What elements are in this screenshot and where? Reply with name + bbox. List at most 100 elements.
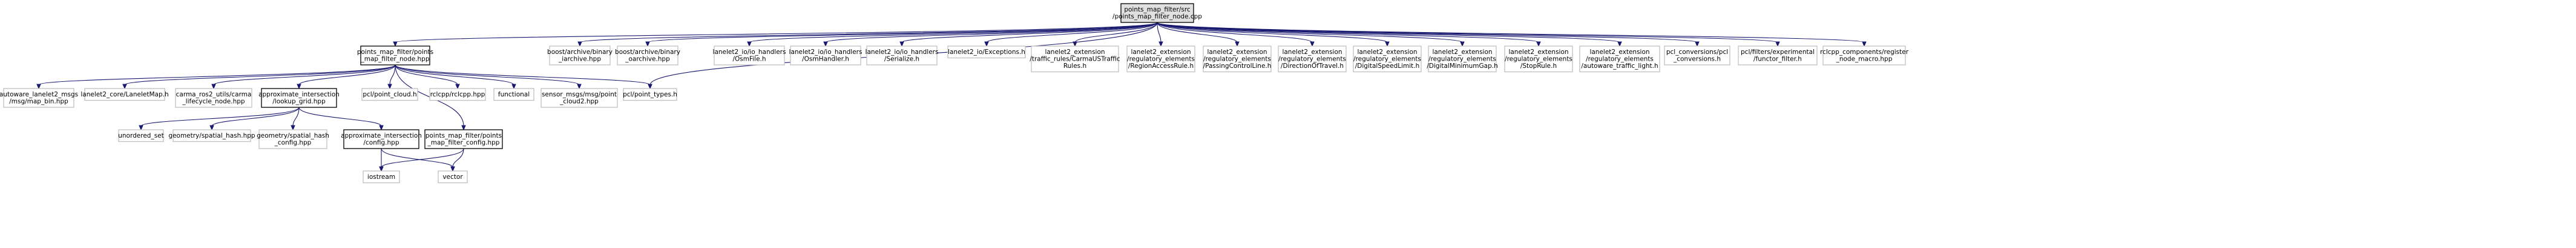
node-nodehpp[interactable]: points_map_filter/points_map_filter_node… [357,45,433,65]
edge-arrowhead [1158,41,1163,47]
node-label-line: /RegionAccessRule.h [1128,62,1194,70]
node-pc[interactable]: pcl/point_cloud.h [361,88,418,101]
node-io[interactable]: iostream [363,170,400,184]
edge-arrowhead [577,84,582,90]
node-label-line: iostream [367,173,395,181]
node-label-line: _cloud2.hpp [559,98,599,106]
node-label-line: approximate_intersection [341,132,422,139]
node-label-line: lanelet2_extension [1131,49,1191,56]
edge-arrowhead [1310,41,1315,47]
node-label-line: /regulatory_elements [1203,56,1271,63]
node-m3[interactable]: carma_ros2_utils/carma_lifecycle_node.hp… [175,88,252,108]
node-l2[interactable]: lanelet2_io/io_handlers/OsmHandler.h [789,45,862,65]
node-label-line: geometry/spatial_hash [257,132,329,139]
node-sm[interactable]: sensor_msgs/msg/point_cloud2.hpp [540,88,618,108]
node-label-line: lanelet2_core/LaneletMap.h [80,91,168,98]
node-fn[interactable]: functional [493,88,534,101]
node-label-line: rclcpp_components/register [1820,49,1909,56]
edge-arrowhead [36,84,41,90]
node-ai[interactable]: approximate_intersection/lookup_grid.hpp [258,88,340,108]
node-box [175,88,252,108]
edge-nodehpp-rc [395,64,458,85]
node-label-line: boost/archive/binary [615,49,680,56]
edge-root-p3 [1157,22,1865,43]
node-e8[interactable]: lanelet2_extension/regulatory_elements/a… [1579,45,1660,73]
edge-arrowhead [461,125,466,131]
node-vec[interactable]: vector [438,170,468,184]
node-label-line: lanelet2_io/Exceptions.h [948,49,1025,56]
node-label-line: points_map_filter/points [426,132,502,139]
node-label-line: /OsmHandler.h [802,56,849,63]
edge-root-e3 [1157,22,1238,43]
node-b2[interactable]: boost/archive/binary_oarchive.hpp [615,45,680,65]
node-label-line: /lookup_grid.hpp [272,98,326,106]
node-label-line: /OsmFile.h [732,56,766,63]
node-label-line: _conversions.h [1673,56,1721,63]
edge-root-l1 [749,22,1158,43]
edge-root-e5 [1157,22,1388,43]
node-e3[interactable]: lanelet2_extension/regulatory_elements/P… [1203,45,1272,73]
node-b1[interactable]: boost/archive/binary_iarchive.hpp [547,45,613,65]
node-box [1278,45,1347,73]
edge-arrowhead [379,125,384,131]
node-l3[interactable]: lanelet2_io/io_handlers/Serialize.h [866,45,939,65]
node-e2[interactable]: lanelet2_extension/regulatory_elements/R… [1126,45,1195,73]
edge-arrowhead [387,84,392,90]
node-m1[interactable]: autoware_lanelet2_msgs/msg/map_bin.hpp [0,88,78,108]
node-pt[interactable]: pcl/point_types.h [623,88,677,101]
node-root[interactable]: points_map_filter/src/points_map_filter_… [1112,3,1202,23]
node-gs[interactable]: geometry/spatial_hash.hpp [168,129,255,142]
edge-arrowhead [1460,41,1465,47]
node-e1[interactable]: lanelet2_extension/traffic_rules/CarmaUS… [1030,45,1120,73]
node-box [1353,45,1422,73]
node-box [3,88,74,108]
node-rc[interactable]: rclcpp/rclcpp.hpp [429,88,486,101]
node-label-line: /DigitalMinimumGap.h [1427,62,1497,70]
node-label-line: lanelet2_extension [1207,49,1267,56]
node-e5[interactable]: lanelet2_extension/regulatory_elements/D… [1353,45,1422,73]
node-box [1428,45,1497,73]
node-m2[interactable]: lanelet2_core/LaneletMap.h [80,88,169,101]
node-label-line: sensor_msgs/msg/point [542,91,617,98]
node-label-line: lanelet2_extension [1357,49,1417,56]
node-box [1738,45,1818,65]
edge-arrowhead [984,41,989,47]
node-l4[interactable]: lanelet2_io/Exceptions.h [947,45,1026,59]
node-label-line: autoware_lanelet2_msgs [0,91,78,98]
node-p3[interactable]: rclcpp_components/register_node_macro.hp… [1820,45,1909,65]
node-pmc[interactable]: points_map_filter/points_map_filter_conf… [424,129,503,149]
node-label-line: _config.hpp [274,139,312,147]
node-gsc[interactable]: geometry/spatial_hash_config.hpp [257,129,329,149]
node-label-line: functional [498,91,530,98]
edge-arrowhead [1235,41,1240,47]
node-label-line: _map_filter_config.hpp [427,139,500,147]
edge-root-p2 [1157,22,1778,43]
edge-root-l4 [986,22,1158,43]
edges-layer [36,22,1867,172]
node-label-line: /points_map_filter_node.cpp [1112,13,1202,21]
node-e6[interactable]: lanelet2_extension/regulatory_elements/D… [1427,45,1498,73]
edge-arrowhead [1073,41,1077,47]
node-e4[interactable]: lanelet2_extension/regulatory_elements/D… [1278,45,1347,73]
node-ac[interactable]: approximate_intersection/config.hpp [341,129,422,149]
node-us[interactable]: unordered_set [118,129,164,142]
node-box [1504,45,1573,73]
node-label-line: points_map_filter/src [1124,6,1191,13]
edge-arrowhead [645,41,650,47]
node-l1[interactable]: lanelet2_io/io_handlers/OsmFile.h [713,45,786,65]
node-box [261,88,337,108]
edge-root-e6 [1157,22,1463,43]
edge-arrowhead [379,166,384,172]
node-p2[interactable]: pcl/filters/experimental/functor_filter.… [1738,45,1818,65]
edge-pmc-io [381,148,464,168]
edge-arrowhead [577,41,582,47]
edge-nodehpp-m2 [124,64,396,85]
edge-arrowhead [209,125,214,131]
node-e7[interactable]: lanelet2_extension/regulatory_elements/S… [1504,45,1573,73]
node-label-line: rclcpp/rclcpp.hpp [430,91,485,98]
node-label-line: _oarchive.hpp [625,56,670,63]
edge-ac-vec [381,148,453,168]
node-p1[interactable]: pcl_conversions/pcl_conversions.h [1664,45,1730,65]
node-box [361,88,418,101]
node-label-line: geometry/spatial_hash.hpp [168,132,255,139]
